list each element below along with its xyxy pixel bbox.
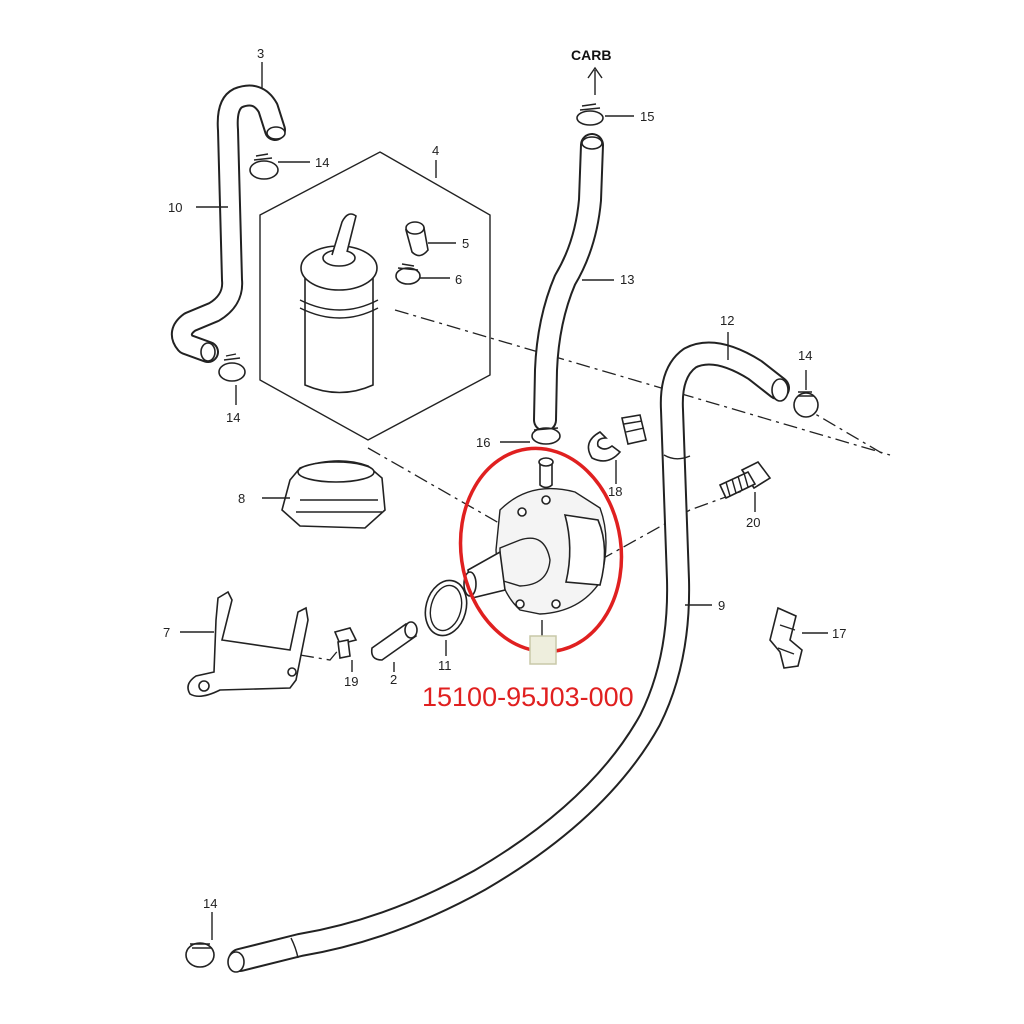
hose-9 [227,341,790,973]
callout-15: 15 [640,109,654,124]
callout-9: 9 [718,598,725,613]
bolt-19 [333,627,358,659]
clamp-14-bottom [185,942,215,968]
fuel-filter [299,213,379,394]
pin-2 [370,621,418,661]
clamp-14-right [793,391,819,418]
callout-19: 19 [344,674,358,689]
hose-10 [170,84,286,363]
clamp-16 [531,427,561,445]
clamp-15 [576,103,604,126]
callout-12: 12 [720,313,734,328]
small-hose-5 [404,221,429,257]
carb-label: CARB [571,47,611,63]
bracket-7 [187,590,309,698]
callout-5: 5 [462,236,469,251]
callout-4: 4 [432,143,439,158]
callout-20: 20 [746,515,760,530]
callout-6: 6 [455,272,462,287]
o-ring-11 [424,579,468,637]
callout-8: 8 [238,491,245,506]
fuel-pump [463,457,607,642]
clamp-6 [395,263,421,285]
callout-7: 7 [163,625,170,640]
callout-14-top-left: 14 [315,155,329,170]
callout-18: 18 [608,484,622,499]
clamp-14-left [218,353,246,382]
bolt-20 [718,460,772,500]
part-number: 15100-95J03-000 [422,682,634,712]
clamp-18 [587,414,647,462]
clamp-14-top-left [249,153,279,180]
marker-box [529,635,557,665]
callout-16: 16 [476,435,490,450]
holder-8 [281,460,386,529]
callout-3: 3 [257,46,264,61]
callout-13: 13 [620,272,634,287]
leader-lines [180,62,828,940]
clip-17 [769,606,803,669]
carb-arrow [587,66,603,95]
callout-14-bottom: 14 [203,896,217,911]
callout-10: 10 [168,200,182,215]
callout-11: 11 [438,658,452,673]
callout-14-left: 14 [226,410,240,425]
hose-13 [533,133,604,432]
filter-kit-outline [259,151,491,441]
callout-2: 2 [390,672,397,687]
callout-17: 17 [832,626,846,641]
callout-14-right: 14 [798,348,812,363]
callout-labels: 3 14 10 4 5 6 14 CARB 15 13 12 14 16 18 … [163,46,846,911]
